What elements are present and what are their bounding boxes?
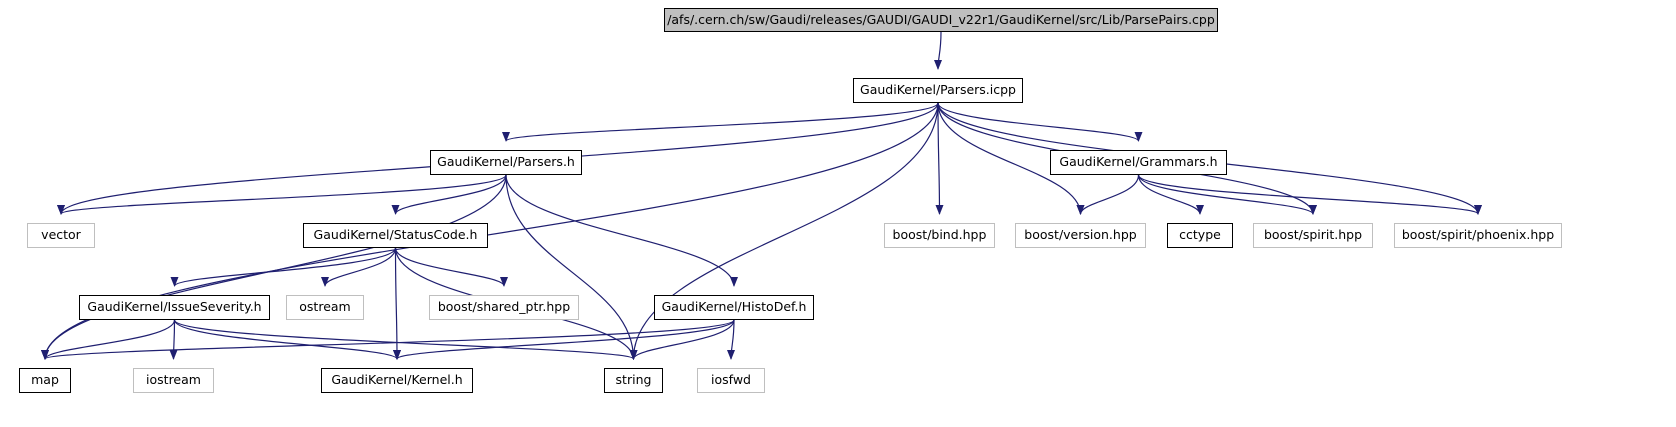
graph-edge-parsers_icpp-to-grammars_h: [937, 102, 1143, 142]
graph-node-root[interactable]: /afs/.cern.ch/sw/Gaudi/releases/GAUDI/GA…: [664, 8, 1218, 32]
graph-node-statuscode_h[interactable]: GaudiKernel/StatusCode.h: [303, 223, 488, 248]
graph-node-label: string: [615, 372, 652, 388]
graph-node-label: iosfwd: [711, 372, 751, 388]
graph-node-label: boost/version.hpp: [1024, 227, 1137, 243]
graph-node-ostream[interactable]: ostream: [286, 295, 364, 320]
graph-node-label: GaudiKernel/Parsers.h: [437, 154, 575, 170]
graph-node-grammars_h[interactable]: GaudiKernel/Grammars.h: [1050, 150, 1227, 175]
graph-node-issuesev_h[interactable]: GaudiKernel/IssueSeverity.h: [79, 295, 270, 320]
graph-edge-histodef_h-to-kernel_h: [393, 319, 735, 360]
graph-node-shared_ptr[interactable]: boost/shared_ptr.hpp: [429, 295, 579, 320]
graph-node-label: boost/shared_ptr.hpp: [437, 299, 571, 315]
graph-node-label: GaudiKernel/HistoDef.h: [661, 299, 807, 315]
graph-node-iosfwd[interactable]: iosfwd: [697, 368, 765, 393]
graph-node-parsers_h[interactable]: GaudiKernel/Parsers.h: [430, 150, 582, 175]
graph-node-label: GaudiKernel/IssueSeverity.h: [87, 299, 262, 315]
graph-edge-issuesev_h-to-string: [173, 319, 638, 360]
graph-node-iostream[interactable]: iostream: [133, 368, 214, 393]
graph-edge-root-to-parsers_icpp: [934, 31, 943, 70]
graph-node-label: boost/spirit.hpp: [1263, 227, 1363, 243]
graph-node-vector[interactable]: vector: [27, 223, 95, 248]
graph-node-cctype[interactable]: cctype: [1167, 223, 1233, 248]
graph-node-label: /afs/.cern.ch/sw/Gaudi/releases/GAUDI/GA…: [667, 11, 1215, 27]
graph-node-kernel_h[interactable]: GaudiKernel/Kernel.h: [321, 368, 473, 393]
graph-edge-issuesev_h-to-map: [41, 319, 176, 360]
graph-edge-parsers_icpp-to-boost_bind: [935, 102, 944, 215]
graph-edge-parsers_icpp-to-map: [41, 102, 939, 360]
graph-edge-parsers_h-to-statuscode_h: [391, 174, 507, 215]
graph-node-label: ostream: [299, 299, 351, 315]
graph-node-boost_phoenix[interactable]: boost/spirit/phoenix.hpp: [1394, 223, 1562, 248]
graph-edge-grammars_h-to-boost_version: [1076, 174, 1140, 215]
graph-edge-issuesev_h-to-kernel_h: [173, 319, 401, 360]
graph-edge-grammars_h-to-boost_phoenix: [1137, 174, 1482, 215]
graph-node-parsers_icpp[interactable]: GaudiKernel/Parsers.icpp: [853, 78, 1023, 103]
graph-node-label: vector: [41, 227, 81, 243]
graph-edge-histodef_h-to-map: [41, 319, 735, 360]
graph-node-label: GaudiKernel/Grammars.h: [1059, 154, 1218, 170]
graph-node-label: cctype: [1179, 227, 1221, 243]
graph-node-map[interactable]: map: [19, 368, 71, 393]
graph-node-label: boost/bind.hpp: [892, 227, 987, 243]
graph-edge-statuscode_h-to-issuesev_h: [170, 247, 397, 287]
graph-edge-histodef_h-to-iosfwd: [727, 319, 736, 360]
graph-node-label: GaudiKernel/StatusCode.h: [313, 227, 478, 243]
graph-edge-grammars_h-to-cctype: [1137, 174, 1204, 215]
graph-node-label: boost/spirit/phoenix.hpp: [1401, 227, 1555, 243]
graph-node-label: GaudiKernel/Parsers.icpp: [860, 82, 1016, 98]
graph-node-label: iostream: [146, 372, 201, 388]
graph-node-boost_spirit[interactable]: boost/spirit.hpp: [1253, 223, 1373, 248]
graph-edge-statuscode_h-to-shared_ptr: [394, 247, 508, 287]
graph-edge-parsers_h-to-histodef_h: [505, 174, 738, 287]
graph-node-boost_bind[interactable]: boost/bind.hpp: [884, 223, 995, 248]
graph-node-string[interactable]: string: [604, 368, 663, 393]
graph-node-boost_version[interactable]: boost/version.hpp: [1015, 223, 1146, 248]
graph-edge-statuscode_h-to-kernel_h: [392, 247, 401, 360]
graph-node-histodef_h[interactable]: GaudiKernel/HistoDef.h: [654, 295, 814, 320]
graph-edge-issuesev_h-to-iostream: [169, 319, 178, 360]
graph-edge-statuscode_h-to-ostream: [321, 247, 397, 287]
graph-edge-parsers_icpp-to-parsers_h: [502, 102, 939, 142]
graph-node-label: map: [31, 372, 59, 388]
graph-edge-parsers_h-to-string: [505, 174, 638, 360]
graph-edge-parsers_h-to-vector: [57, 174, 507, 215]
graph-edge-grammars_h-to-boost_spirit: [1137, 174, 1317, 215]
graph-node-label: GaudiKernel/Kernel.h: [331, 372, 463, 388]
graph-edge-parsers_h-to-map: [41, 174, 507, 360]
graph-edge-histodef_h-to-string: [629, 319, 735, 360]
